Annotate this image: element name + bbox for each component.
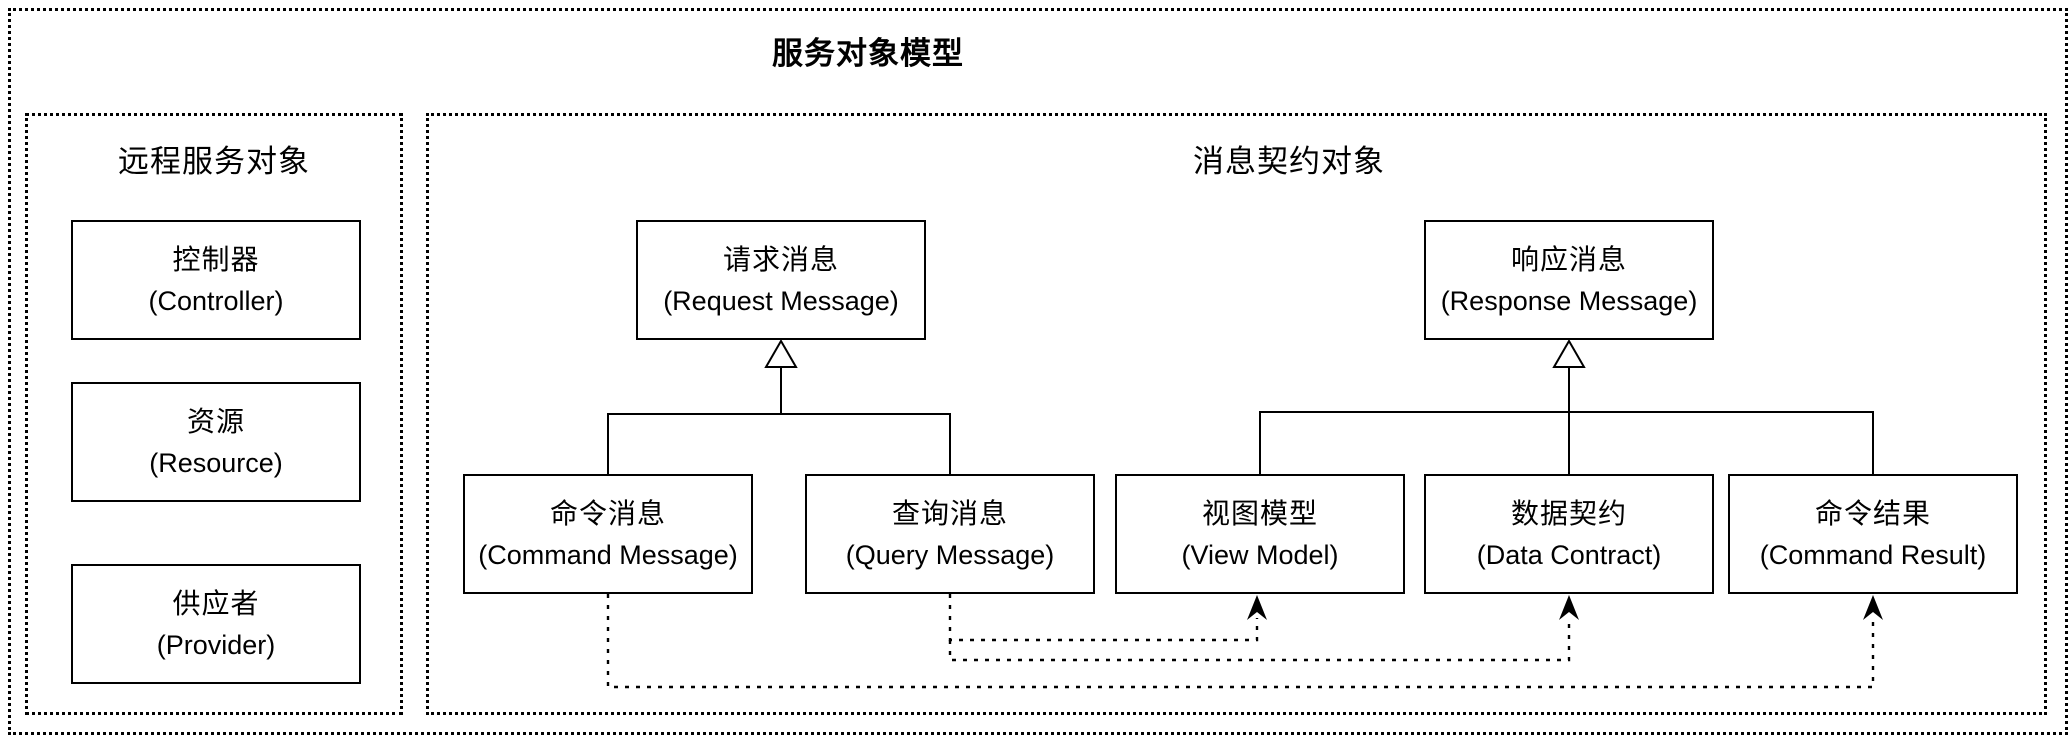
node-command-result: 命令结果 (Command Result) xyxy=(1728,474,2018,594)
node-query-message: 查询消息 (Query Message) xyxy=(805,474,1095,594)
node-query-message-label-zh: 查询消息 xyxy=(891,498,1008,529)
generalization-connector-request xyxy=(607,367,951,474)
node-resource: 资源 (Resource) xyxy=(71,382,361,502)
outer-frame xyxy=(8,8,2068,735)
node-view-model-label-zh: 视图模型 xyxy=(1201,498,1318,529)
node-request-message-label-zh: 请求消息 xyxy=(722,244,839,275)
node-view-model: 视图模型 (View Model) xyxy=(1115,474,1405,594)
message-contract-objects-heading: 消息契约对象 xyxy=(1193,144,1385,179)
dependency-path-query-to-data-contract xyxy=(948,618,1571,662)
node-view-model-label-en: (View Model) xyxy=(1181,540,1339,570)
node-query-message-label-en: (Query Message) xyxy=(845,540,1055,570)
generalization-connector-response xyxy=(1259,367,1874,474)
node-controller-label-en: (Controller) xyxy=(148,286,284,316)
remote-service-objects-group xyxy=(25,113,403,715)
node-data-contract-label-en: (Data Contract) xyxy=(1476,540,1662,570)
node-provider-label-en: (Provider) xyxy=(156,630,276,660)
node-resource-label-en: (Resource) xyxy=(149,448,283,478)
node-response-message-label-zh: 响应消息 xyxy=(1510,244,1627,275)
dependency-path-command-to-command-result xyxy=(606,594,1875,689)
node-data-contract-label-zh: 数据契约 xyxy=(1510,498,1627,529)
node-response-message: 响应消息 (Response Message) xyxy=(1424,220,1714,340)
node-request-message: 请求消息 (Request Message) xyxy=(636,220,926,340)
generalization-triangle-request-icon xyxy=(764,338,798,368)
page-title: 服务对象模型 xyxy=(772,36,964,71)
arrowhead-into-view-model-icon xyxy=(1247,595,1267,620)
dependency-path-query-to-view-model xyxy=(948,594,1259,642)
remote-service-objects-heading: 远程服务对象 xyxy=(118,144,310,179)
node-command-message-label-en: (Command Message) xyxy=(478,540,738,570)
node-command-message: 命令消息 (Command Message) xyxy=(463,474,753,594)
generalization-triangle-response-icon xyxy=(1552,338,1586,368)
node-controller: 控制器 (Controller) xyxy=(71,220,361,340)
message-contract-objects-group xyxy=(426,113,2047,715)
node-data-contract: 数据契约 (Data Contract) xyxy=(1424,474,1714,594)
node-request-message-label-en: (Request Message) xyxy=(663,286,899,316)
node-command-message-label-zh: 命令消息 xyxy=(549,498,666,529)
arrowhead-into-command-result-icon xyxy=(1863,595,1883,620)
node-command-result-label-en: (Command Result) xyxy=(1759,540,1987,570)
node-command-result-label-zh: 命令结果 xyxy=(1814,498,1931,529)
node-controller-label-zh: 控制器 xyxy=(172,244,260,275)
arrowhead-into-data-contract-icon xyxy=(1559,595,1579,620)
node-response-message-label-en: (Response Message) xyxy=(1440,286,1698,316)
node-provider: 供应者 (Provider) xyxy=(71,564,361,684)
node-resource-label-zh: 资源 xyxy=(186,406,245,437)
node-provider-label-zh: 供应者 xyxy=(172,588,260,619)
